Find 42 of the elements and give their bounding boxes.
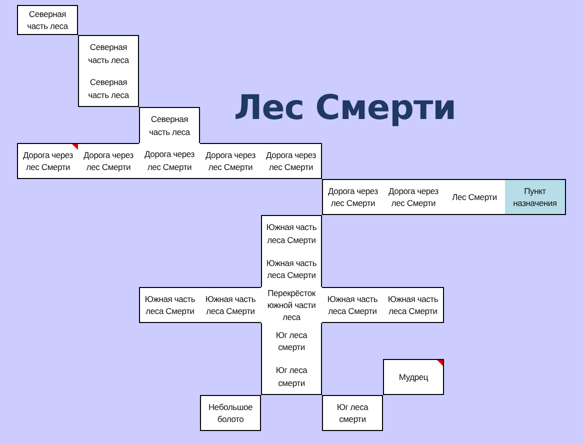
cell-label: Южная часть леса Смерти <box>144 292 196 318</box>
cell-label: Южная часть леса Смерти <box>265 221 318 246</box>
map-cell <box>17 143 78 179</box>
map-cell <box>383 359 444 395</box>
cell-label: Южная часть леса Смерти <box>386 292 440 318</box>
map-cell <box>200 395 261 431</box>
cell-label: Дорога через лес Смерти <box>144 148 196 173</box>
map-cell <box>78 35 139 71</box>
map-cell <box>261 143 322 179</box>
map-cell <box>17 5 78 35</box>
cell-label: Дорога через лес Смерти <box>388 184 440 210</box>
cell-label: Дорога через лес Смерти <box>265 148 317 174</box>
cell-label: Мудрец <box>398 370 430 384</box>
cell-label: Южная часть леса Смерти <box>265 256 318 282</box>
map-cell <box>444 179 505 215</box>
cell-label: Северная часть леса <box>26 8 70 32</box>
map-cell <box>139 107 200 143</box>
map-cell <box>322 395 383 431</box>
cell-label: Дорога через лес Смерти <box>82 148 134 174</box>
cell-label: Перекрёсток южной части леса <box>266 286 317 324</box>
cell-label: Южная часть леса Смерти <box>204 292 257 318</box>
cell-label: Дорога через лес Смерти <box>327 184 379 210</box>
map-cell <box>261 215 322 251</box>
cell-label: Северная часть леса <box>87 41 130 66</box>
cell-label: Небольшое болото <box>207 400 254 426</box>
cell-label: Пункт назначения <box>512 184 558 210</box>
map-cell <box>78 71 139 107</box>
destination-cell <box>505 179 566 215</box>
map-title: Лес Смерти <box>233 88 457 128</box>
cell-label: Юг леса смерти <box>274 328 308 354</box>
cell-label: Юг леса смерти <box>274 364 308 389</box>
map-cell <box>139 287 200 323</box>
cell-label: Дорога через лес Смерти <box>204 148 256 174</box>
map-cell <box>383 287 444 323</box>
map-cell <box>261 359 322 395</box>
cell-label: Северная часть леса <box>87 76 130 101</box>
cell-label: Южная часть леса Смерти <box>326 292 379 318</box>
cell-label: Северная часть леса <box>148 113 192 138</box>
cell-label: Юг леса смерти <box>336 400 370 426</box>
map-cell <box>322 179 383 215</box>
cell-label: Лес Смерти <box>451 190 498 204</box>
cell-label: Дорога через лес Смерти <box>22 148 74 174</box>
